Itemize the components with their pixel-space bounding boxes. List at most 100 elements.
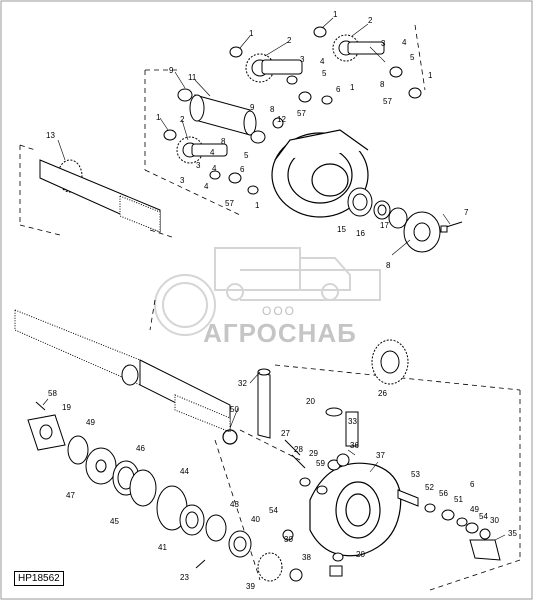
part-label: 40 [251, 515, 260, 524]
part-label: 3 [300, 55, 305, 64]
part-label: 26 [378, 389, 387, 398]
part-label: 58 [48, 389, 57, 398]
part-label: 52 [425, 483, 434, 492]
gear-2-top [245, 53, 303, 83]
washer-16 [373, 200, 391, 220]
part-label: 5 [410, 53, 415, 62]
part-label: 54 [269, 506, 278, 515]
part-label: 4 [212, 164, 217, 173]
pipe-31 [257, 368, 271, 439]
part-label: 44 [180, 467, 189, 476]
housing-drum [271, 129, 369, 218]
watermark-company-name: АГРОСНАБ [203, 318, 357, 348]
part-label: 6 [240, 165, 245, 174]
part-label: 6 [470, 480, 475, 489]
part-label: 37 [376, 451, 385, 460]
part-label: 5 [322, 69, 327, 78]
ring-48 [222, 429, 238, 445]
part-number-labels: 1 1 2 2 3 4 4 5 5 1 3 6 1 8 57 57 8 9 11… [46, 10, 517, 591]
housing-34 [309, 462, 402, 557]
part-label: 8 [221, 137, 226, 146]
part-label: 59 [316, 459, 325, 468]
part-label: 20 [356, 550, 365, 559]
part-label: 12 [277, 115, 286, 124]
part-label: 45 [110, 517, 119, 526]
part-label: 1 [428, 71, 433, 80]
part-label: 35 [508, 529, 517, 538]
washer-17 [388, 207, 408, 229]
part-label: 7 [464, 208, 469, 217]
part-label: 47 [66, 491, 75, 500]
small-rings-top [163, 26, 422, 195]
bearings-lower [179, 504, 252, 558]
watermark-emblem [154, 247, 381, 336]
part-label: 8 [270, 105, 275, 114]
part-label: 3 [180, 176, 185, 185]
part-label: 51 [454, 495, 463, 504]
part-label: 1 [350, 83, 355, 92]
parts-housing-area [257, 407, 359, 582]
part-label: 19 [62, 403, 71, 412]
part-label: 1 [333, 10, 338, 19]
part-label: 36 [350, 441, 359, 450]
part-label: 23 [180, 573, 189, 582]
part-label: 46 [136, 444, 145, 453]
part-label: 49 [86, 418, 95, 427]
part-label: 8 [380, 80, 385, 89]
part-label: 11 [188, 73, 197, 82]
part-label: 5 [244, 151, 249, 160]
part-label: 4 [204, 182, 209, 191]
part-label: 1 [249, 29, 254, 38]
leader-lines [42, 17, 506, 541]
part-label: 1 [156, 113, 161, 122]
pin-23 [195, 559, 206, 569]
part-label: 53 [411, 470, 420, 479]
part-label: 8 [386, 261, 391, 270]
shaft-13 [39, 159, 161, 233]
part-label: 9 [169, 66, 174, 75]
part-label: 13 [46, 131, 55, 140]
figure-code: HP18562 [14, 571, 64, 586]
shaft-11 [189, 94, 257, 136]
dashed-boundaries [19, 24, 521, 591]
part-label: 29 [309, 449, 318, 458]
part-label: 3 [196, 161, 201, 170]
part-label: 2 [287, 36, 292, 45]
part-label: 49 [470, 505, 479, 514]
watermark-company-form: ООО [262, 304, 297, 318]
part-label: 9 [250, 103, 255, 112]
bearing-15 [347, 187, 373, 217]
part-label: 4 [210, 148, 215, 157]
gear-10-left [176, 136, 228, 164]
part-label: 1 [255, 201, 260, 210]
part-label: 38 [302, 553, 311, 562]
part-label: 28 [294, 445, 303, 454]
part-label: 57 [383, 97, 392, 106]
part-label: 15 [337, 225, 346, 234]
gear-25 [371, 339, 409, 385]
part-label: 54 [479, 512, 488, 521]
plate-19 [27, 414, 66, 451]
part-label: 33 [348, 417, 357, 426]
part-label: 57 [297, 109, 306, 118]
rings-lower-left [67, 435, 188, 531]
part-label: 20 [306, 397, 315, 406]
part-label: 43 [230, 500, 239, 509]
part-label: 30 [490, 516, 499, 525]
part-label: 57 [225, 199, 234, 208]
part-label: 56 [439, 489, 448, 498]
bolt-55 [35, 401, 46, 411]
part-label: 17 [380, 221, 389, 230]
part-label: 4 [402, 38, 407, 47]
plate-8 [403, 211, 441, 253]
parts-right-cluster [397, 489, 501, 561]
part-label: 50 [230, 405, 239, 414]
part-label: 2 [368, 16, 373, 25]
part-label: 30 [284, 535, 293, 544]
part-label: 27 [281, 429, 290, 438]
part-label: 6 [336, 85, 341, 94]
part-label: 16 [356, 229, 365, 238]
